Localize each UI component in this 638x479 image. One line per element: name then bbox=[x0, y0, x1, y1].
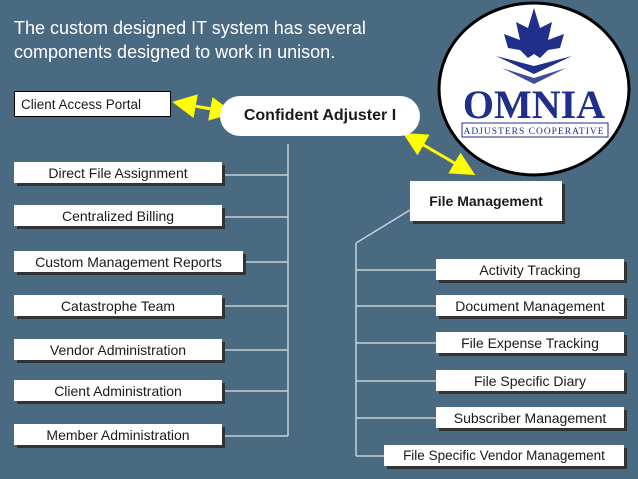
arrow-portal-center bbox=[172, 94, 234, 121]
left-item-client-administration: Client Administration bbox=[14, 380, 222, 401]
right-item-file-expense-tracking: File Expense Tracking bbox=[436, 332, 624, 353]
left-item-member-administration: Member Administration bbox=[14, 424, 222, 445]
confident-adjuster-label: Confident Adjuster I bbox=[243, 107, 397, 124]
client-access-portal-label: Client Access Portal bbox=[21, 96, 142, 112]
left-item-catastrophe-team: Catastrophe Team bbox=[14, 295, 222, 316]
intro-line-2: components designed to work in unison. bbox=[14, 42, 336, 62]
omnia-wordmark: OMNIA bbox=[463, 82, 605, 127]
arrow-center-filemgmt bbox=[402, 132, 476, 176]
intro-text: The custom designed IT system has severa… bbox=[14, 16, 434, 64]
left-item-custom-management-reports: Custom Management Reports bbox=[14, 251, 243, 272]
right-item-label: Document Management bbox=[455, 297, 605, 314]
left-item-label: Client Administration bbox=[54, 382, 182, 399]
left-item-label: Direct File Assignment bbox=[48, 164, 188, 181]
client-access-portal-box: Client Access Portal bbox=[14, 91, 171, 117]
right-item-label: File Specific Vendor Management bbox=[403, 448, 605, 463]
file-management-box: File Management bbox=[410, 181, 562, 221]
maple-leaf-icon bbox=[496, 8, 572, 84]
confident-adjuster-node: Confident Adjuster I bbox=[220, 96, 420, 136]
right-item-label: Activity Tracking bbox=[479, 261, 581, 278]
omnia-tagline: ADJUSTERS COOPERATIVE bbox=[463, 127, 604, 137]
left-item-centralized-billing: Centralized Billing bbox=[14, 205, 222, 226]
right-item-subscriber-management: Subscriber Management bbox=[436, 407, 624, 428]
left-item-label: Centralized Billing bbox=[61, 207, 175, 224]
intro-line-1: The custom designed IT system has severa… bbox=[14, 18, 366, 38]
left-item-label: Vendor Administration bbox=[49, 341, 187, 358]
right-item-label: Subscriber Management bbox=[453, 409, 607, 426]
right-item-label: File Expense Tracking bbox=[461, 334, 599, 351]
left-item-vendor-administration: Vendor Administration bbox=[14, 339, 222, 360]
file-management-label: File Management bbox=[429, 193, 543, 209]
left-item-direct-file-assignment: Direct File Assignment bbox=[14, 162, 222, 183]
left-item-label: Custom Management Reports bbox=[35, 253, 222, 270]
right-item-file-specific-vendor-management: File Specific Vendor Management bbox=[384, 445, 624, 466]
left-item-label: Member Administration bbox=[46, 426, 190, 443]
right-item-label: File Specific Diary bbox=[473, 372, 587, 389]
right-item-document-management: Document Management bbox=[436, 295, 624, 316]
left-item-label: Catastrophe Team bbox=[60, 297, 176, 314]
right-item-activity-tracking: Activity Tracking bbox=[436, 259, 624, 280]
right-item-file-specific-diary: File Specific Diary bbox=[436, 370, 624, 391]
omnia-logo: OMNIA ADJUSTERS COOPERATIVE bbox=[437, 1, 631, 177]
